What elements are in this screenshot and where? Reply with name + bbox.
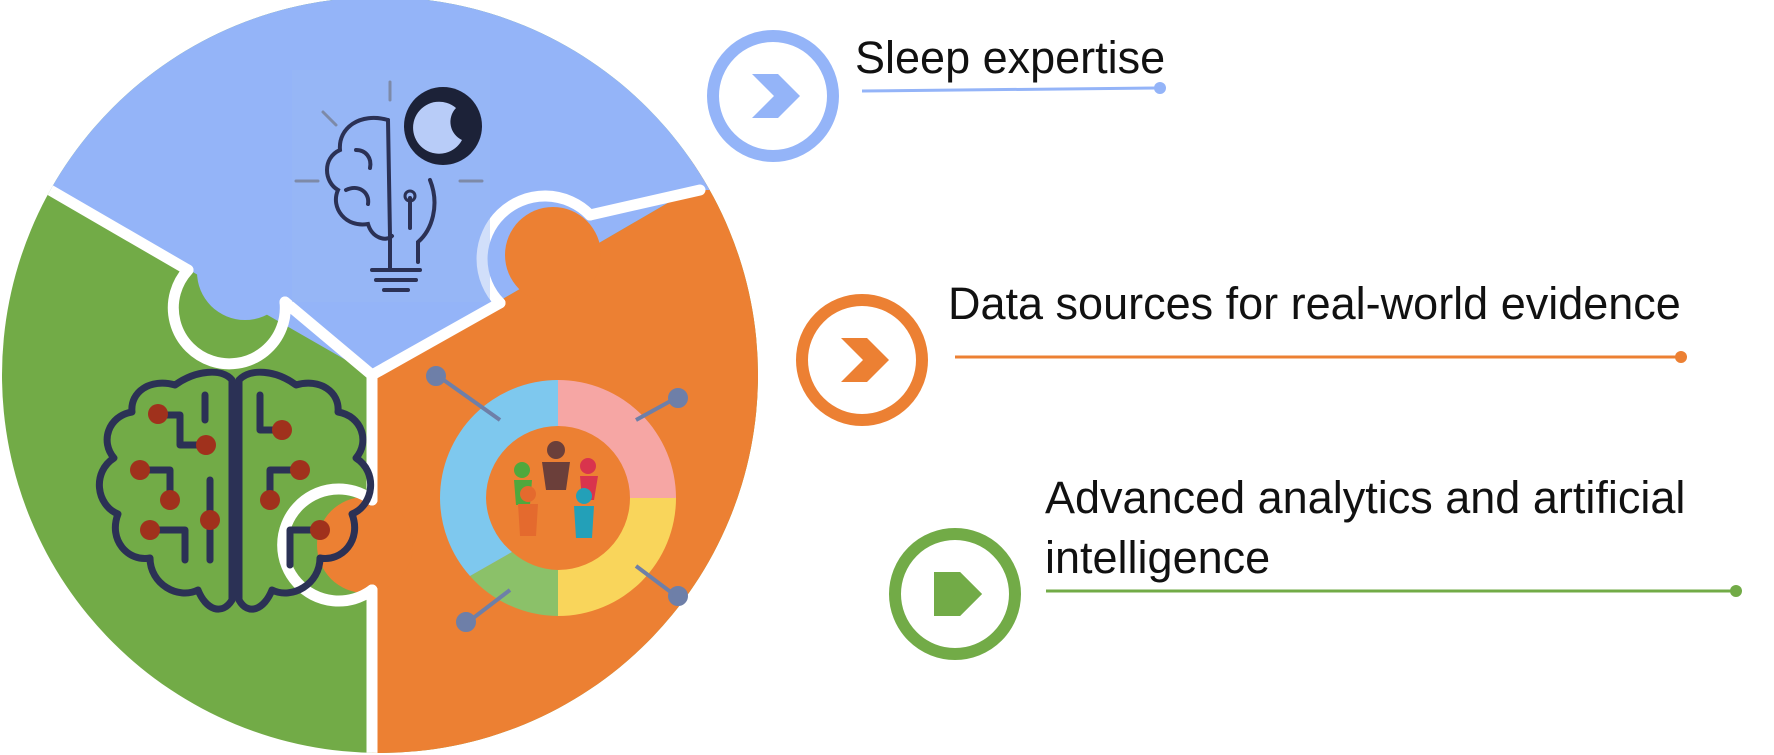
item-2-label: Data sources for real-world evidence bbox=[948, 278, 1681, 329]
item-1-underline bbox=[861, 86, 1159, 93]
item-1-underline-dot bbox=[1154, 82, 1166, 94]
item-advanced-analytics bbox=[889, 528, 1742, 660]
item-data-sources bbox=[796, 294, 1687, 426]
people-ring-chart-icon bbox=[426, 366, 688, 632]
puzzle-circle bbox=[2, 0, 758, 753]
item-1-badge bbox=[707, 30, 839, 162]
orange-tab-left bbox=[317, 497, 413, 593]
chevron-right-icon bbox=[841, 338, 889, 382]
chevron-right-icon bbox=[752, 74, 800, 118]
item-2-badge bbox=[796, 294, 928, 426]
item-2-underline-dot bbox=[1675, 351, 1687, 363]
circuit-brain-icon bbox=[96, 368, 374, 613]
orange-tab bbox=[505, 207, 601, 303]
people-icon bbox=[514, 441, 598, 538]
item-3-label: Advanced analytics and artificial intell… bbox=[1045, 468, 1685, 588]
item-3-label-line2: intelligence bbox=[1045, 532, 1271, 583]
item-3-underline-dot bbox=[1730, 585, 1742, 597]
lightbulb-brain-moon-icon bbox=[292, 70, 490, 302]
item-3-label-line1: Advanced analytics and artificial bbox=[1045, 472, 1686, 523]
blue-puzzle-piece bbox=[2, 0, 758, 375]
blue-tab bbox=[197, 224, 293, 320]
item-1-label: Sleep expertise bbox=[855, 32, 1166, 83]
puzzle-seams bbox=[44, 184, 706, 753]
item-sleep-expertise bbox=[707, 30, 1166, 162]
